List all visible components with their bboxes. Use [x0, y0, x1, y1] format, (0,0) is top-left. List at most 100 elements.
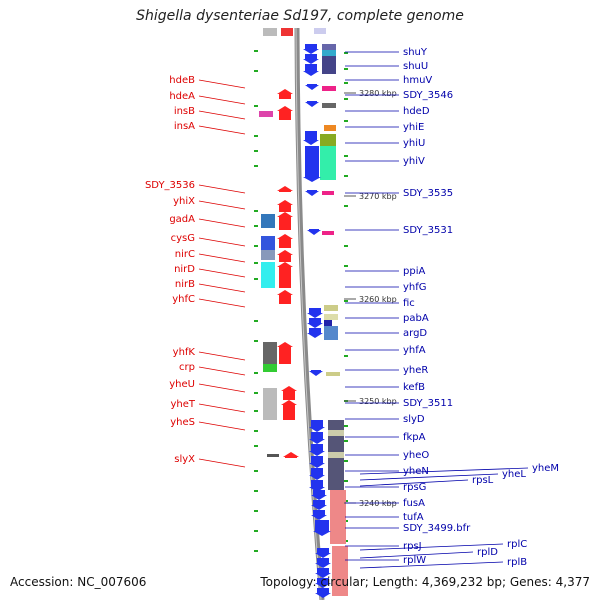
feature-marker	[344, 155, 348, 157]
right-gene-label: yhiV	[403, 156, 425, 167]
right-gene-leader	[359, 473, 499, 481]
right-gene-label: rplC	[507, 539, 527, 550]
feature-box	[324, 320, 332, 326]
forward-gene-arrow	[277, 234, 293, 248]
feature-box	[263, 28, 277, 36]
forward-gene-arrow	[277, 290, 293, 304]
left-gene-leader	[198, 283, 246, 293]
reverse-gene-arrow	[311, 490, 327, 500]
right-gene-label: yheR	[403, 365, 428, 376]
feature-marker	[344, 82, 348, 84]
left-gene-leader	[198, 351, 246, 361]
reverse-gene-arrow	[315, 588, 331, 598]
reverse-gene-arrow	[305, 190, 319, 196]
feature-box	[322, 231, 334, 235]
feature-box	[320, 134, 336, 146]
feature-marker	[254, 278, 258, 280]
right-gene-label: yheN	[403, 466, 429, 477]
left-gene-label: yheU	[169, 379, 195, 390]
feature-marker	[344, 245, 348, 247]
right-gene-label: SDY_3499.bfr	[403, 523, 471, 534]
reverse-gene-arrow	[303, 131, 319, 145]
feature-box	[267, 454, 279, 457]
feature-box	[322, 86, 336, 91]
kbp-tick-label: 3270 kbp	[359, 192, 397, 201]
feature-marker	[254, 262, 258, 264]
left-gene-label: insB	[174, 106, 195, 117]
feature-marker	[344, 355, 348, 357]
left-gene-label: crp	[179, 362, 195, 373]
kbp-tick-label: 3240 kbp	[359, 499, 397, 508]
right-gene-label: tufA	[403, 512, 424, 523]
feature-marker	[254, 245, 258, 247]
feature-marker	[254, 320, 258, 322]
reverse-gene-arrow	[309, 468, 325, 480]
kbp-tick-label: 3250 kbp	[359, 397, 397, 406]
feature-box	[261, 214, 275, 228]
right-gene-label: fic	[403, 298, 415, 309]
feature-marker	[254, 150, 258, 152]
forward-gene-arrow	[277, 342, 293, 364]
right-gene-label: yheL	[502, 469, 526, 480]
feature-marker	[254, 165, 258, 167]
left-gene-leader	[198, 125, 246, 135]
left-gene-leader	[198, 79, 246, 89]
right-gene-label: hmuV	[403, 75, 432, 86]
forward-gene-arrow	[277, 212, 293, 230]
left-gene-label: slyX	[174, 454, 195, 465]
right-gene-label: yhfG	[403, 282, 427, 293]
right-gene-label: fusA	[403, 498, 425, 509]
left-gene-leader	[198, 403, 246, 413]
reverse-gene-arrow	[313, 520, 331, 536]
left-gene-label: yheT	[170, 399, 195, 410]
left-gene-label: gadA	[169, 214, 195, 225]
right-gene-leader	[359, 561, 504, 569]
reverse-gene-arrow	[311, 510, 327, 520]
feature-box	[322, 103, 336, 108]
right-gene-leader	[359, 479, 469, 487]
right-gene-label: yheO	[403, 450, 429, 461]
reverse-gene-arrow	[315, 568, 331, 578]
forward-gene-arrow	[277, 89, 293, 99]
reverse-gene-arrow	[305, 101, 319, 107]
left-gene-label: yhfK	[173, 347, 196, 358]
feature-marker	[344, 300, 348, 302]
right-gene-label: rpsG	[403, 482, 426, 493]
right-gene-leader	[359, 543, 504, 551]
feature-marker	[254, 550, 258, 552]
feature-box	[324, 125, 336, 131]
feature-marker	[254, 530, 258, 532]
reverse-gene-arrow	[309, 480, 325, 492]
feature-marker	[344, 425, 348, 427]
right-gene-label: SDY_3531	[403, 225, 453, 236]
accession-text: Accession: NC_007606	[10, 575, 147, 589]
right-gene-label: SDY_3535	[403, 188, 453, 199]
right-gene-label: ppiA	[403, 266, 425, 277]
left-gene-label: cysG	[171, 233, 195, 244]
right-gene-label: pabA	[403, 313, 429, 324]
left-gene-leader	[198, 421, 246, 431]
reverse-gene-arrow	[311, 500, 327, 510]
feature-box	[326, 372, 340, 376]
feature-box	[261, 262, 275, 288]
feature-box	[263, 342, 277, 364]
feature-box	[322, 50, 336, 56]
left-gene-label: SDY_3536	[145, 180, 195, 191]
reverse-gene-arrow	[315, 578, 331, 588]
right-gene-label: yhiE	[403, 122, 424, 133]
left-gene-leader	[198, 383, 246, 393]
left-gene-label: nirB	[175, 279, 195, 290]
feature-marker	[254, 470, 258, 472]
right-gene-leader	[359, 551, 474, 559]
forward-gene-arrow	[277, 200, 293, 212]
left-gene-label: insA	[174, 121, 195, 132]
right-gene-label: rpsL	[472, 475, 494, 486]
right-gene-label: fkpA	[403, 432, 426, 443]
right-gene-label: kefB	[403, 382, 425, 393]
right-gene-label: rplW	[403, 555, 426, 566]
feature-box	[324, 314, 338, 320]
left-gene-label: nirD	[174, 264, 195, 275]
feature-box	[332, 546, 348, 596]
